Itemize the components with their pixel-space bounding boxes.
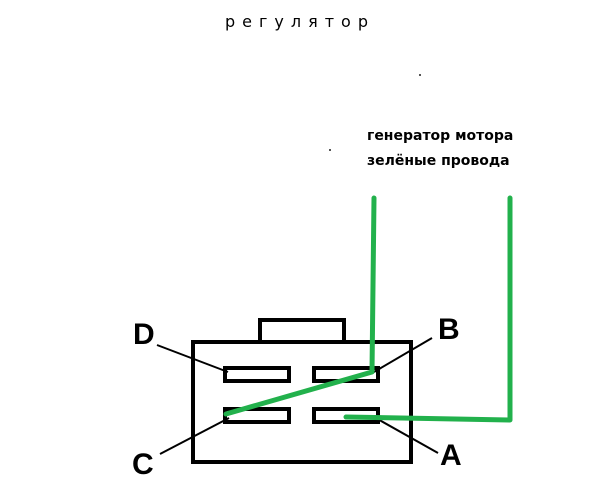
slot-d [223, 366, 291, 383]
caption-generator: генератор мотора [367, 128, 514, 144]
pin-label-a: A [440, 439, 462, 472]
stray-dot [329, 149, 331, 151]
caption-green-wires: зелёные провода [367, 153, 510, 169]
leader-a [373, 416, 439, 454]
connector-latch [258, 318, 346, 344]
pin-label-d: D [133, 318, 155, 351]
green-wire-left [223, 195, 377, 417]
leader-b [373, 337, 433, 373]
connector-body [191, 340, 413, 464]
leader-c [159, 417, 230, 455]
leader-d [156, 344, 229, 373]
stray-dot [419, 74, 421, 76]
pin-label-c: C [132, 448, 154, 481]
pin-label-b: B [438, 313, 460, 346]
green-wire-right [343, 195, 513, 423]
diagram-title: регулятор [225, 12, 375, 31]
